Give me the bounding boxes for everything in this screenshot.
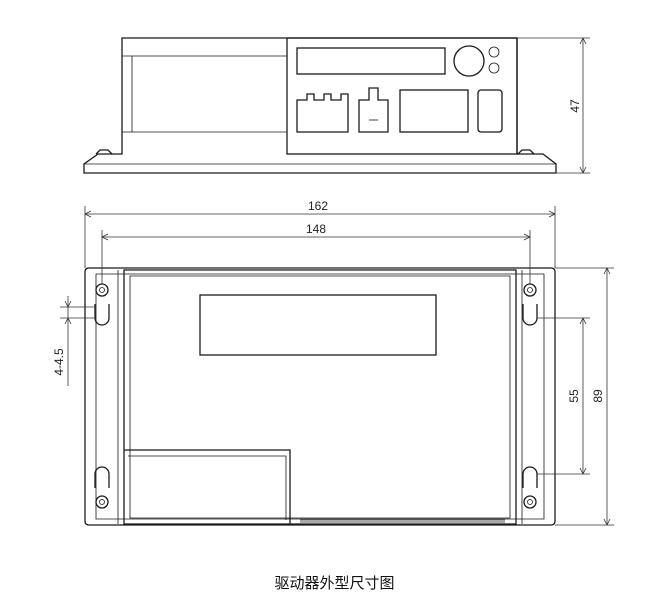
top-view — [84, 267, 556, 526]
dimension-hole-spacing-height: 55 — [537, 317, 590, 475]
dimension-overall-width: 162 — [84, 199, 556, 268]
dimension-hole-spacing-height-label: 55 — [567, 389, 581, 403]
dimension-overall-height-label: 89 — [591, 389, 605, 403]
mounting-hole — [523, 495, 537, 509]
dimension-overall-height: 89 — [555, 267, 614, 526]
dimension-overall-width-label: 162 — [308, 199, 328, 213]
side-view — [83, 37, 557, 174]
dimension-hole-spacing-width-label: 148 — [306, 222, 326, 236]
figure-caption: 驱动器外型尺寸图 — [274, 574, 395, 592]
mounting-hole — [95, 283, 109, 297]
mounting-slot — [522, 304, 538, 326]
mounting-slot — [94, 304, 110, 326]
mounting-slot — [94, 466, 110, 488]
dimension-slot-label: 4-4.5 — [52, 348, 66, 376]
mounting-slot — [522, 466, 538, 488]
mounting-hole — [95, 495, 109, 509]
dimension-slot: 4-4.5 — [52, 296, 95, 386]
dimension-height: 47 — [517, 37, 590, 174]
mounting-hole — [523, 283, 537, 297]
dimension-hole-spacing-width: 148 — [101, 222, 531, 284]
dimension-height-label: 47 — [568, 99, 582, 113]
